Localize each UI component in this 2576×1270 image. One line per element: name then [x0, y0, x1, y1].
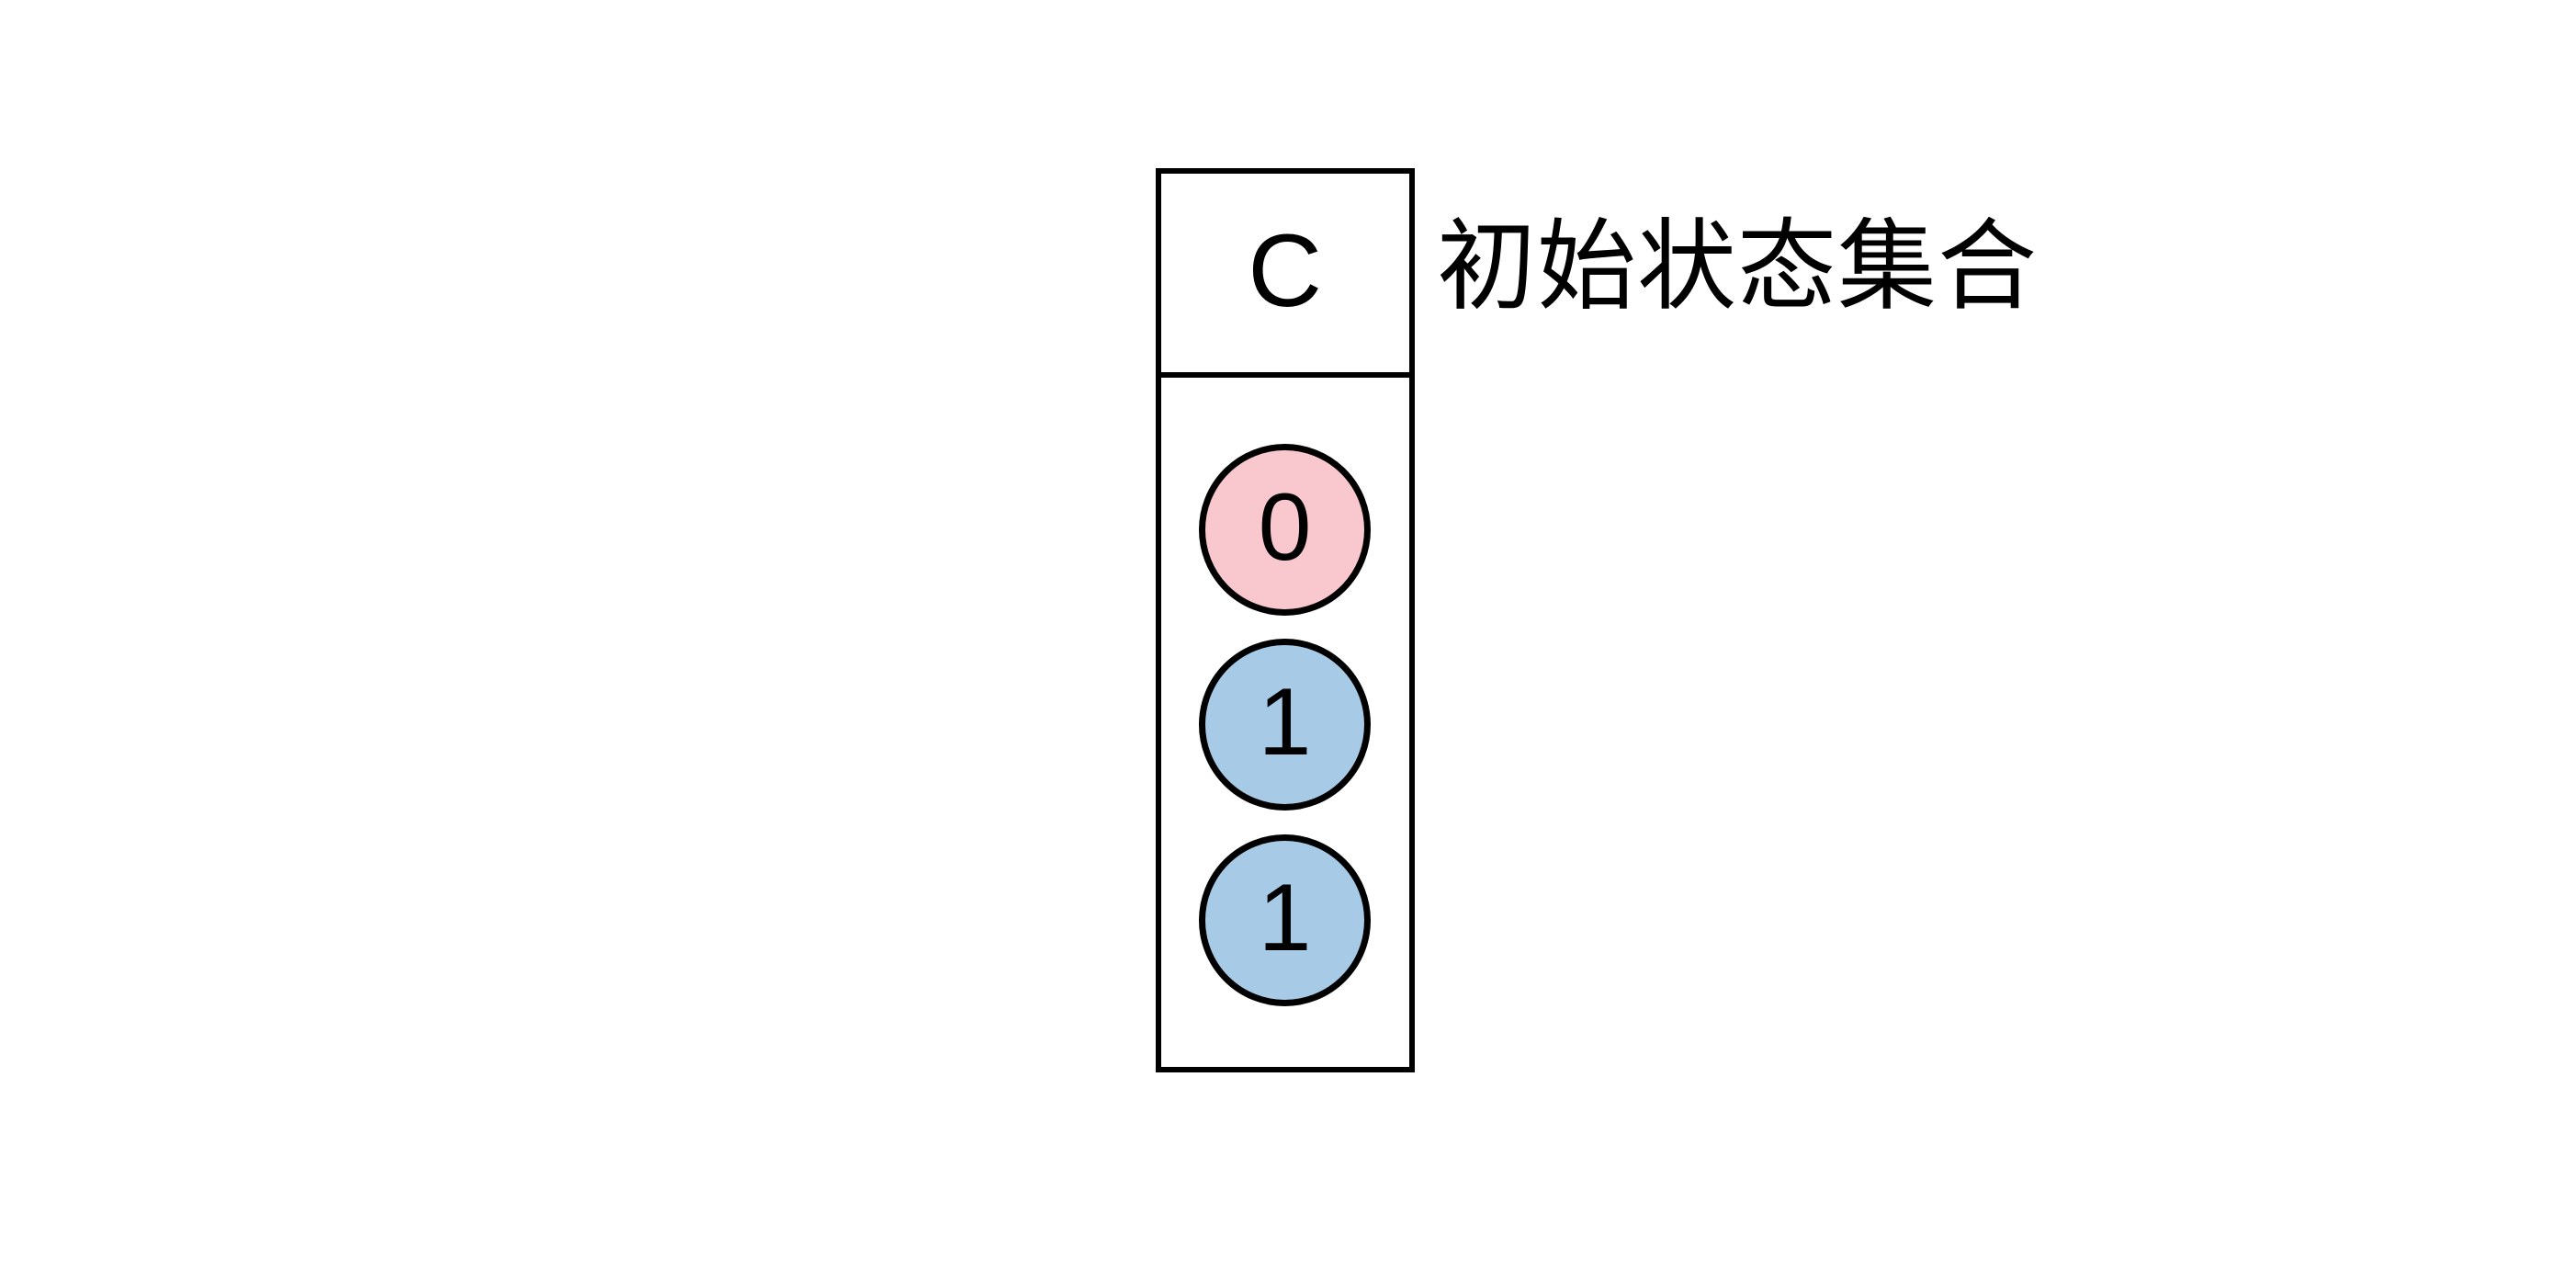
state-node-2-value: 1: [1258, 864, 1312, 971]
state-set-body: 0 1 1: [1161, 378, 1409, 1067]
state-node-1[interactable]: 1: [1199, 639, 1371, 811]
state-node-0[interactable]: 0: [1199, 444, 1371, 616]
state-node-1-value: 1: [1258, 668, 1312, 776]
state-set-header-label: C: [1248, 213, 1323, 328]
state-set-annotation-label: 初始状态集合: [1437, 210, 2039, 322]
state-set-header-cell: C: [1161, 174, 1409, 378]
state-node-2[interactable]: 1: [1199, 834, 1371, 1006]
state-node-0-value: 0: [1258, 473, 1312, 581]
state-set-column: C 0 1 1: [1156, 168, 1415, 1072]
